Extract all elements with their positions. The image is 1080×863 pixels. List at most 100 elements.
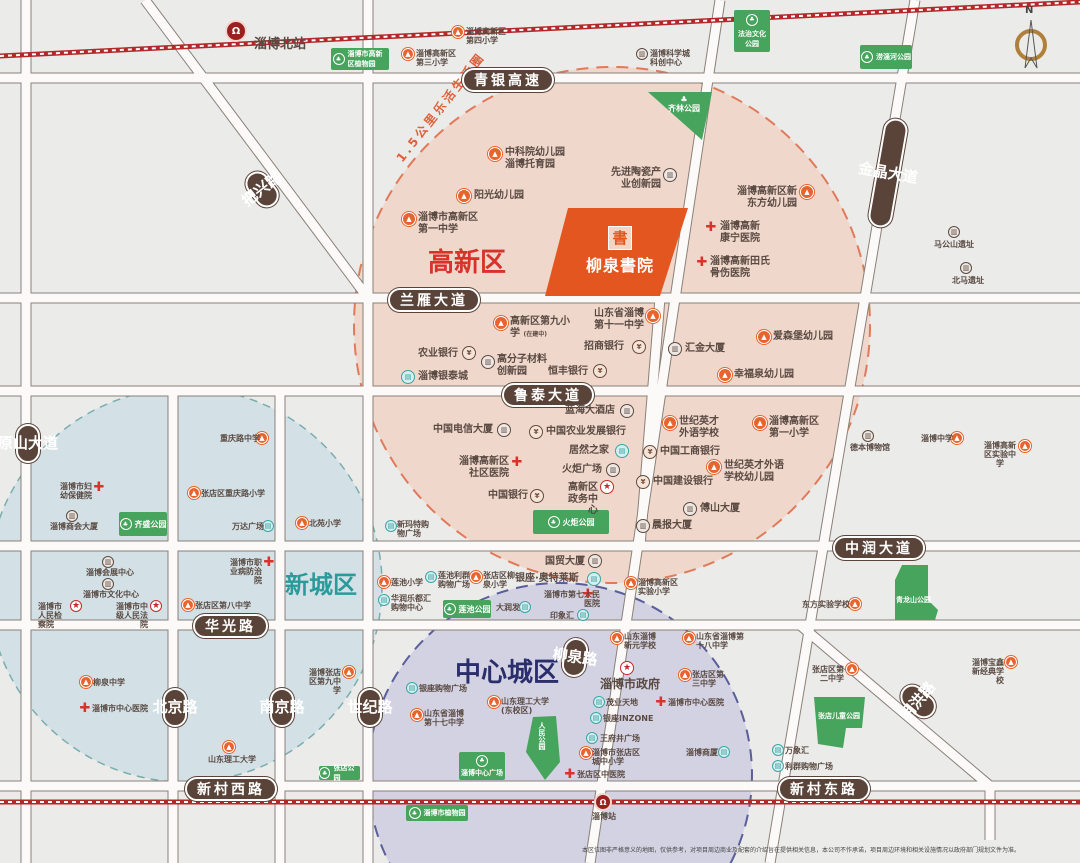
poi-p5[interactable]: 先进陶瓷产业创新园 [611,167,661,190]
poi-p71[interactable]: 淄博市政府 [600,677,661,691]
poi-p11[interactable]: 马公山遗址 [934,240,974,249]
poi-p27[interactable]: 淄博高新区社区医院 [459,456,509,479]
poi-p26[interactable]: 居然之家 [569,445,609,456]
poi-p82[interactable]: 张店区中医院 [577,770,625,779]
poi-p25[interactable]: 中国农业发展银行 [546,426,626,437]
poi-p85[interactable]: 万象汇 [785,746,809,755]
poi-p73[interactable]: 银座购物广场 [419,684,467,693]
park-qilin[interactable]: ♣齐林公园 [668,95,700,114]
poi-p67[interactable]: 淄博张店区第九中学 [309,668,341,696]
park-qinglongshan[interactable]: 青龙山公园 [896,596,931,604]
poi-p7[interactable]: 淄博市高新区第一中学 [418,212,478,235]
poi-p28[interactable]: 火炬广场 [562,464,602,475]
poi-p79[interactable]: 王府井广场 [600,734,640,743]
poi-p47[interactable]: 万达广场 [232,522,264,531]
poi-p43[interactable]: 重庆路中学 [220,434,260,443]
poi-p37[interactable]: 傅山大厦 [700,503,740,514]
poi-p46[interactable]: 张店区重庆路小学 [201,489,265,498]
poi-p10[interactable]: 淄博高新田氏骨伤医院 [710,256,770,279]
poi-p74[interactable]: 山东理工大学(东校区) [501,697,549,716]
poi-p68[interactable]: 山东理工大学 [208,755,256,764]
poi-p24[interactable]: 中国电信大厦 [433,424,493,435]
poi-p1[interactable]: 淄博高新区第四小学 [466,27,506,46]
poi-p84[interactable]: 淄博宝鑫新经典学校 [972,658,1004,686]
park-zhongxin-guangchang[interactable]: ♣淄博中心广场 [459,752,505,780]
poi-p32[interactable]: 世纪英才外语学校 [679,416,719,439]
poi-p75[interactable]: 山东省淄博第十七中学 [424,709,464,728]
poi-p22[interactable]: 幸福泉幼儿园 [734,369,794,380]
poi-p49[interactable]: 淄博会展中心 [86,568,134,577]
poi-p52[interactable]: 淄博市中级人民法院 [116,602,148,630]
poi-p9[interactable]: 淄博高新康宁医院 [720,221,760,244]
poi-p59[interactable]: 银座·奥特莱斯 [515,573,579,584]
park-lianchi[interactable]: ♣莲池公园 [443,600,491,618]
poi-p45[interactable]: 淄博商会大厦 [50,522,98,531]
poi-p51[interactable]: 淄博市人民检察院 [38,602,62,630]
park-zhangdian[interactable]: ♣张店公园 [319,764,360,782]
poi-p81[interactable]: 淄博商厦 [686,748,718,757]
poi-p77[interactable]: 淄博市中心医院 [668,698,724,707]
poi-p6[interactable]: 阳光幼儿园 [474,190,524,201]
poi-p4[interactable]: 中科院幼儿园 淄博托育园 [505,147,565,170]
poi-p60[interactable]: 华润乐都汇购物中心 [391,594,431,613]
poi-p16[interactable]: 高分子材料创新园 [497,354,547,377]
poi-p76[interactable]: 茂业天地 [606,698,638,707]
poi-p30[interactable]: 中国银行 [488,490,528,501]
poi-p66[interactable]: 淄博市中心医院 [92,704,148,713]
poi-p29[interactable]: 高新区政务中心 [568,482,598,516]
poi-p36[interactable]: 中国建设银行 [653,476,713,487]
poi-p2[interactable]: 淄博高新区第三小学 [416,49,456,68]
poi-p54[interactable]: 张店区第八中学 [195,601,251,610]
poi-p64[interactable]: 淄博高新区实验小学 [638,578,678,597]
poi-p53[interactable]: 淄博市职业病防治院 [230,558,262,586]
poi-p80[interactable]: 淄博市张店区城中小学 [592,748,640,767]
poi-p86[interactable]: 利群购物广场 [785,762,833,771]
poi-p63[interactable]: 印象汇 [550,611,574,620]
poi-p12[interactable]: 北马遗址 [952,276,984,285]
park-zhiwuyuan-gx[interactable]: ♣淄博市高新区植物园 [331,48,389,70]
poi-p50[interactable]: 淄博市文化中心 [83,590,139,599]
poi-p35[interactable]: 世纪英才外语学校幼儿园 [724,460,784,483]
park-qisheng[interactable]: ♣齐盛公园 [119,512,167,536]
poi-p58[interactable]: 张店区柳泉小学 [483,571,515,590]
poi-p19[interactable]: 淄博银泰城 [418,371,468,382]
poi-p8[interactable]: 淄博高新区新东方幼儿园 [737,186,797,209]
poi-p40[interactable]: 淄博中学 [921,434,953,443]
park-renmin[interactable]: 人民公园 [538,722,547,750]
poi-p33[interactable]: 淄博高新区第一小学 [769,416,819,439]
poi-p62[interactable]: 大润发 [496,603,520,612]
poi-p65[interactable]: 柳泉中学 [93,678,125,687]
park-ertong[interactable]: 张店儿童公园 [818,712,860,720]
park-fazhi[interactable]: ♣法治文化公园 [734,10,770,52]
poi-p38[interactable]: 晨报大厦 [652,520,692,531]
poi-p17[interactable]: 招商银行 [584,341,624,352]
poi-p55[interactable]: 国贸大厦 [545,556,585,567]
poi-p69[interactable]: 山东淄博新元学校 [624,632,656,651]
poi-p20[interactable]: 汇金大厦 [685,343,725,354]
poi-p15[interactable]: 农业银行 [418,348,458,359]
poi-p44[interactable]: 淄博市妇幼保健院 [60,482,92,501]
poi-p3[interactable]: 淄博科学城科创中心 [650,49,690,68]
poi-p72[interactable]: 张店区第三中学 [692,670,724,689]
project-marker[interactable]: 書 柳泉書院 [570,226,670,276]
poi-p41[interactable]: 淄博高新区实验中学 [984,441,1016,469]
poi-p39[interactable]: 德本博物馆 [850,443,890,452]
poi-p61[interactable]: 淄博市第七人民医院 [544,590,600,609]
poi-p56[interactable]: 莲池小学 [391,578,423,587]
poi-p31[interactable]: 新玛特购物广场 [397,520,429,539]
poi-p78[interactable]: 银座INZONE [603,714,654,723]
poi-p21[interactable]: 爱森堡幼儿园 [773,331,833,342]
poi-p48[interactable]: 北苑小学 [309,519,341,528]
park-huoju[interactable]: ♣火炬公园 [533,510,609,534]
poi-p42[interactable]: 东方实验学校 [802,600,850,609]
poi-p70[interactable]: 山东省淄博第十八中学 [696,632,744,651]
park-zhiwuyuan[interactable]: ♣淄博市植物园 [406,805,468,821]
poi-p34[interactable]: 中国工商银行 [660,446,720,457]
project-block[interactable] [545,208,688,296]
poi-p57[interactable]: 莲池利群购物广场 [438,571,470,590]
poi-p83[interactable]: 张店区第二中学 [812,665,844,684]
poi-p23[interactable]: 蓝海大酒店 [565,405,615,416]
park-qinhe[interactable]: ♣涝淄河公园 [860,45,912,69]
poi-p18[interactable]: 恒丰银行 [548,366,588,377]
poi-p14[interactable]: 山东省淄博第十一中学 [594,308,644,331]
